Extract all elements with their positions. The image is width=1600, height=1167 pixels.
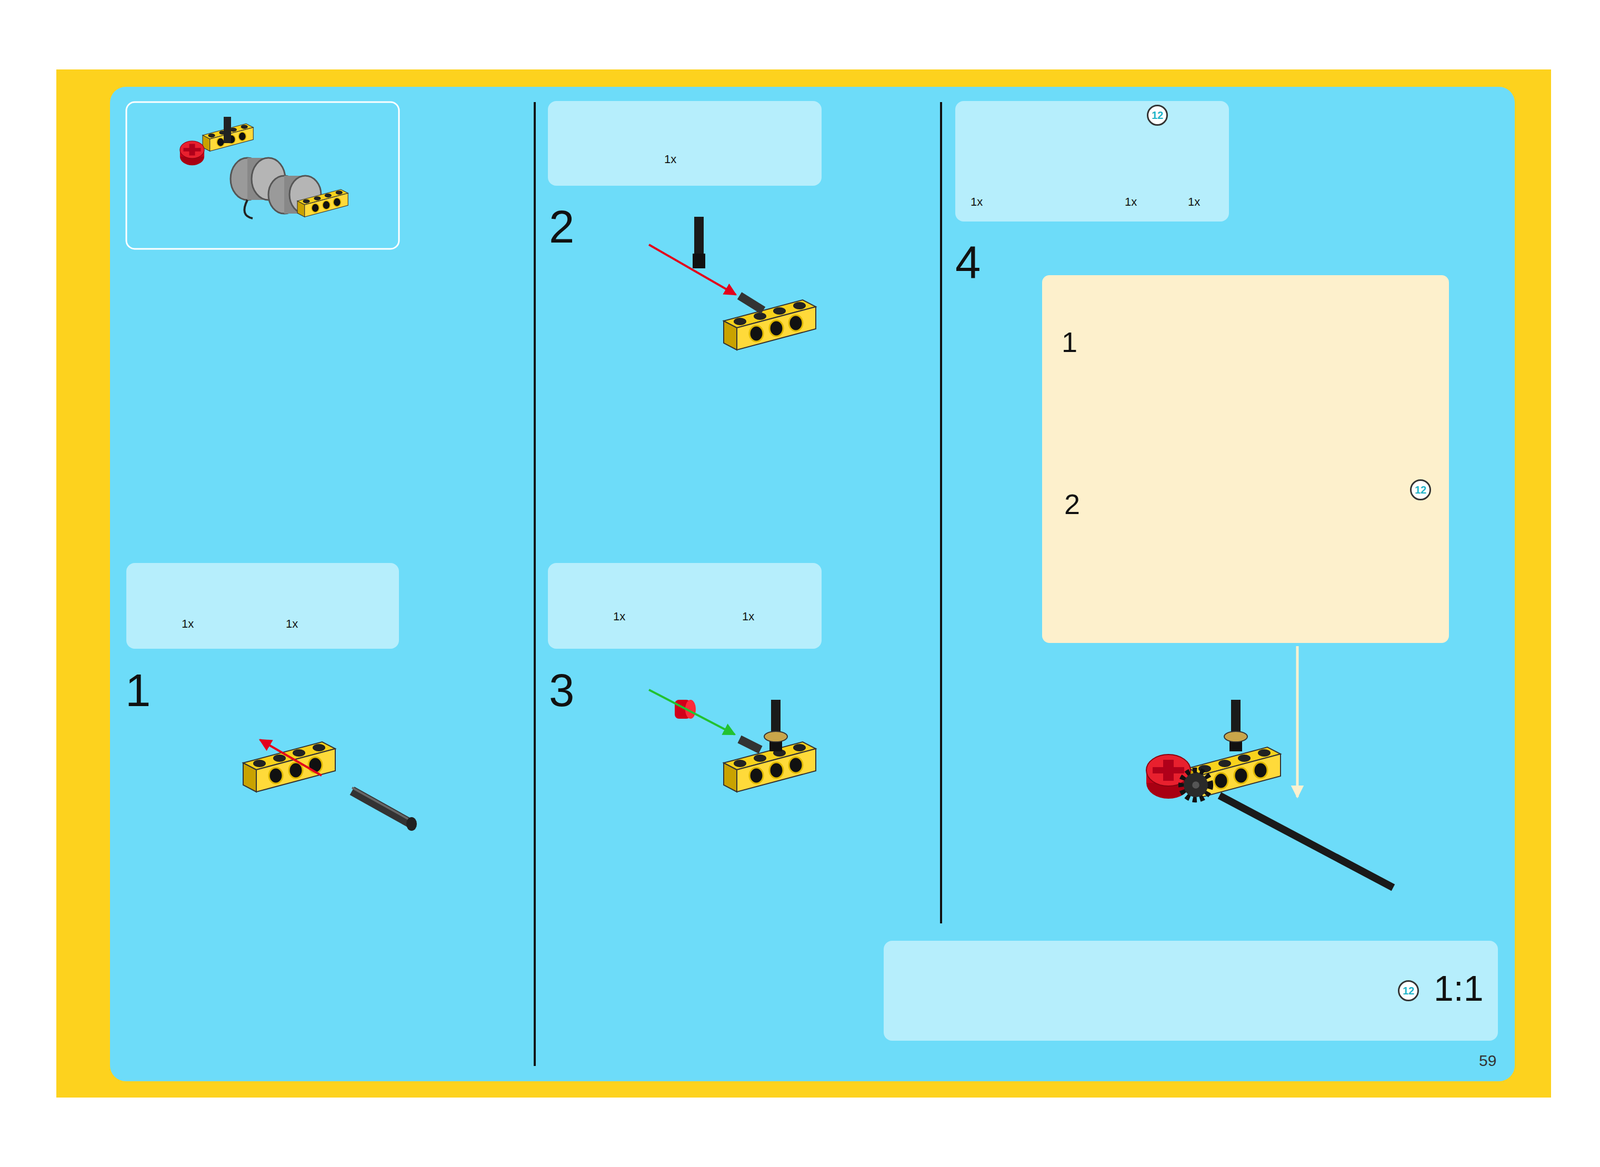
scale-box: 1:1 12 [883, 941, 1498, 1042]
step-number: 3 [548, 667, 575, 714]
substep-number: 1 [1061, 327, 1078, 357]
substep-number: 2 [1064, 490, 1080, 519]
callout-text: 12 [1151, 110, 1164, 121]
step-number: 4 [955, 239, 981, 286]
callout-number: 12 [1397, 980, 1419, 1002]
scale-ratio: 1:1 [1433, 970, 1484, 1007]
quantity-label: 1x [742, 611, 755, 623]
step-number: 2 [548, 203, 575, 250]
quantity-label: 1x [181, 618, 194, 630]
quantity-label: 1x [1187, 196, 1200, 208]
quantity-label: 1x [285, 618, 298, 630]
quantity-label: 1x [613, 611, 626, 623]
parts-box: 1x 1x [126, 563, 399, 649]
callout-number: 12 [1146, 104, 1168, 126]
sub-assembly-box: 1212 [1042, 275, 1449, 644]
quantity-label: 1x [664, 153, 677, 166]
page-number: 59 [1478, 1053, 1497, 1069]
parts-box: 1x [547, 101, 822, 186]
callout-number: 12 [1410, 479, 1432, 501]
callout-text: 12 [1414, 484, 1427, 496]
quantity-label: 1x [1124, 196, 1137, 208]
quantity-label: 1x [970, 196, 983, 208]
callout-text: 12 [1402, 985, 1415, 997]
parts-box: 1x 1x 1x 12 [955, 101, 1229, 222]
step-number: 1 [125, 667, 151, 714]
parts-box: 1x 1x [547, 563, 822, 649]
